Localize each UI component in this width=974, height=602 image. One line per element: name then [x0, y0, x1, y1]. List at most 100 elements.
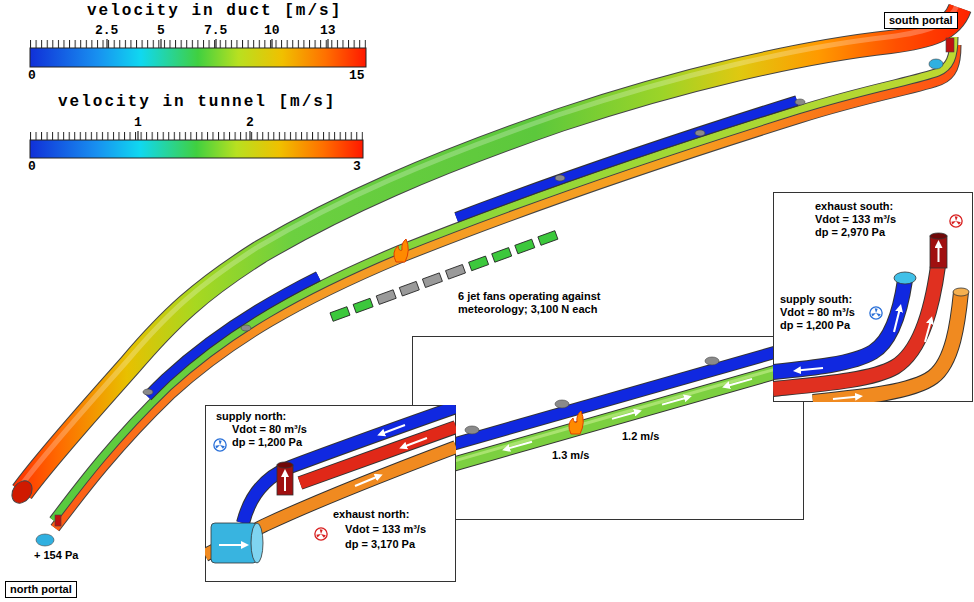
- inset-illustration: [412, 344, 804, 456]
- inset-illustration: [705, 357, 719, 365]
- tick-label: 1: [134, 116, 142, 130]
- callout-text: supply north:: [216, 410, 286, 423]
- callout-text: exhaust north:: [333, 508, 409, 521]
- colorbar-title: velocity in duct [m/s]: [87, 2, 342, 21]
- inset-illustration: [506, 442, 532, 449]
- traffic-tunnel-tube: [8, 477, 37, 507]
- inset-illustration: [555, 400, 569, 408]
- tunnel-colorbar: [30, 132, 363, 140]
- inset-illustration: [894, 272, 916, 284]
- duct-colorbar: [215, 39, 216, 48]
- inset-illustration: [930, 233, 947, 239]
- jet-fan-row: [422, 273, 442, 288]
- inset-illustration: [412, 364, 804, 476]
- tick-label: 0: [28, 69, 36, 83]
- jet-fan-row: [330, 307, 350, 322]
- inset-illustration: [219, 425, 427, 545]
- tick-label: 0: [28, 160, 36, 174]
- inset-illustration: [412, 336, 804, 520]
- inset-illustration: [662, 397, 688, 404]
- inset-illustration: [773, 266, 961, 402]
- callout-text: Vdot = 80 m³/s: [780, 306, 855, 319]
- portal-label: north portal: [6, 582, 76, 597]
- inset-illustration: [797, 368, 823, 371]
- duct-colorbar: [160, 39, 161, 48]
- inset-illustration: [355, 476, 379, 486]
- jet-fan-row: [353, 298, 373, 313]
- jet-fan-row: [399, 281, 419, 296]
- inset-illustration: [930, 236, 947, 268]
- inset-illustration: [726, 379, 752, 386]
- duct-colorbar: [30, 48, 366, 67]
- inset-frame: exhaust south:Vdot = 133 m³/sdp = 2,970 …: [773, 192, 973, 402]
- inset-illustration: [315, 528, 327, 540]
- callout-text: dp = 1,200 Pa: [780, 319, 850, 332]
- inset-illustration: [870, 307, 882, 319]
- inset-illustration: [219, 544, 245, 546]
- inset-illustration: [277, 462, 293, 468]
- tunnel-colorbar: [138, 131, 250, 140]
- duct-bundle: [36, 534, 54, 546]
- portal-box: south portal: [884, 12, 958, 29]
- velocity-value: 1.2 m/s: [622, 430, 659, 443]
- tick-label: 7.5: [204, 24, 227, 38]
- jet-fan-row: [469, 256, 489, 271]
- inset-frame: supply north:Vdot = 80 m³/sdp = 1,200 Pa…: [205, 405, 456, 582]
- tick-label: 10: [264, 24, 280, 38]
- callout-text: Vdot = 80 m³/s: [232, 423, 307, 436]
- callout-text: exhaust south:: [815, 200, 893, 213]
- jet-fan-row: [538, 231, 558, 246]
- duct-bundle: [555, 175, 565, 181]
- annotation: 6 jet fans operating against meteorology…: [458, 290, 643, 316]
- inset-illustration: [950, 215, 962, 227]
- duct-bundle: [143, 389, 153, 395]
- inset-illustration: [412, 361, 804, 473]
- duct-colorbar: [107, 39, 328, 48]
- inset-illustration: [833, 397, 859, 400]
- duct-colorbar: [30, 40, 366, 48]
- inset-illustration: [773, 280, 905, 372]
- inset-illustration: [938, 244, 940, 262]
- callout-text: dp = 3,170 Pa: [345, 538, 415, 551]
- inset-illustration: [381, 425, 405, 434]
- duct-colorbar: [271, 39, 272, 48]
- jet-fan-row: [492, 248, 512, 263]
- inset-illustration: [206, 406, 456, 582]
- duct-colorbar: [106, 39, 107, 48]
- jet-fan-row: [376, 290, 396, 305]
- duct-colorbar: [30, 39, 366, 67]
- inset-illustration: [403, 438, 427, 447]
- callout-text: Vdot = 133 m³/s: [345, 523, 426, 536]
- duct-bundle: [795, 99, 805, 105]
- inset-illustration: [214, 439, 226, 451]
- tick-label: 2: [246, 116, 254, 130]
- duct-bundle: [55, 515, 61, 526]
- colorbar-title: velocity in tunnel [m/s]: [58, 93, 336, 112]
- inset-illustration: [774, 193, 973, 402]
- tick-label: 2.5: [95, 24, 118, 38]
- duct-bundle: [695, 130, 705, 136]
- portal-label: south portal: [885, 13, 957, 28]
- velocity-value: 1.3 m/s: [552, 449, 589, 462]
- tick-label: 13: [320, 24, 336, 38]
- duct-bundle: [241, 325, 251, 331]
- inset-illustration: [277, 465, 293, 495]
- inset-illustration: [773, 280, 905, 372]
- tick-label: 5: [157, 24, 165, 38]
- inset-illustration: [465, 426, 479, 434]
- inset-illustration: [569, 411, 583, 434]
- jet-fan-row: [515, 239, 535, 254]
- inset-frame: 1.2 m/s 1.3 m/s: [412, 336, 804, 520]
- inset-illustration: [953, 288, 969, 296]
- duct-bundle: [946, 38, 954, 52]
- jet-fan-row: [446, 264, 466, 279]
- callout-text: supply south:: [780, 293, 852, 306]
- inset-illustration: [773, 266, 938, 389]
- fire-marker: [394, 239, 408, 262]
- tunnel-colorbar: [249, 131, 250, 140]
- inset-illustration: [894, 308, 900, 332]
- tick-label: 15: [349, 69, 365, 83]
- inset-illustration: [412, 364, 804, 476]
- tick-label: 3: [353, 160, 361, 174]
